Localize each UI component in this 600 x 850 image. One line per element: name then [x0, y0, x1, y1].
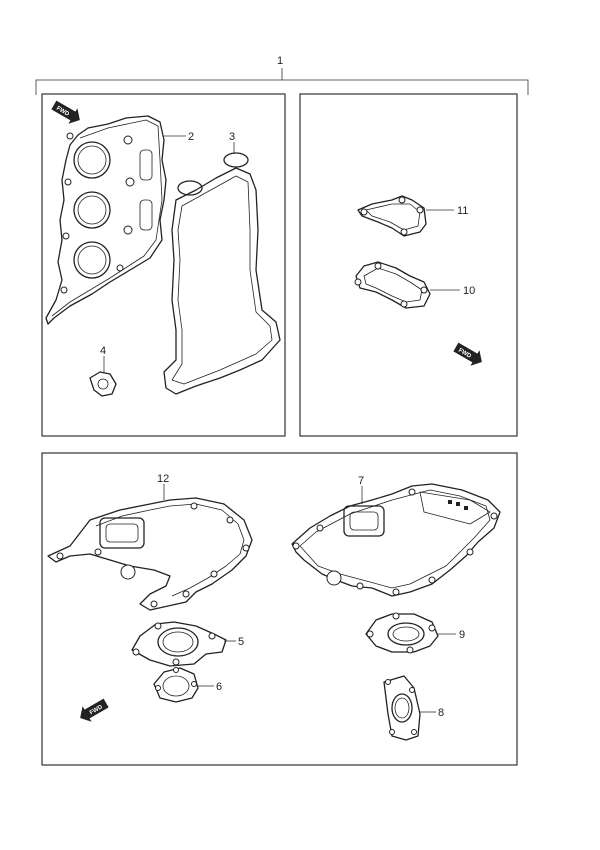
gasket-5: 5: [131, 621, 244, 667]
callout-9: 9: [459, 629, 465, 641]
panel-top-left: [41, 93, 286, 437]
fwd-arrow-icon: FWD: [80, 698, 109, 722]
gasket-4: 4: [89, 345, 117, 397]
fwd-arrow-icon: FWD: [51, 100, 80, 124]
callout-1: 1: [277, 55, 283, 67]
panel-bottom: [41, 452, 518, 766]
gasket-8: 8: [383, 675, 444, 741]
callout-4: 4: [100, 345, 106, 357]
gasket-12: 12: [47, 473, 253, 611]
callout-5: 5: [238, 636, 244, 648]
callout-3: 3: [229, 131, 235, 143]
kit-bracket: 1: [35, 55, 529, 95]
callout-12: 12: [157, 473, 169, 485]
panel-top-right: [299, 93, 518, 437]
callout-6: 6: [216, 681, 222, 693]
callout-8: 8: [438, 707, 444, 719]
gasket-10: 10: [354, 261, 475, 309]
cover-gasket: 3: [163, 131, 281, 395]
cylinder-head-gasket: 2: [45, 115, 194, 325]
fwd-arrow-icon: FWD: [453, 342, 482, 366]
gasket-6: 6: [153, 667, 222, 703]
callout-10: 10: [463, 285, 475, 297]
gasket-11: 11: [357, 195, 468, 237]
gasket-7: 7: [291, 475, 501, 597]
callout-11: 11: [457, 205, 468, 217]
callout-7: 7: [358, 475, 364, 487]
callout-2: 2: [188, 131, 194, 143]
gasket-9: 9: [365, 612, 465, 654]
